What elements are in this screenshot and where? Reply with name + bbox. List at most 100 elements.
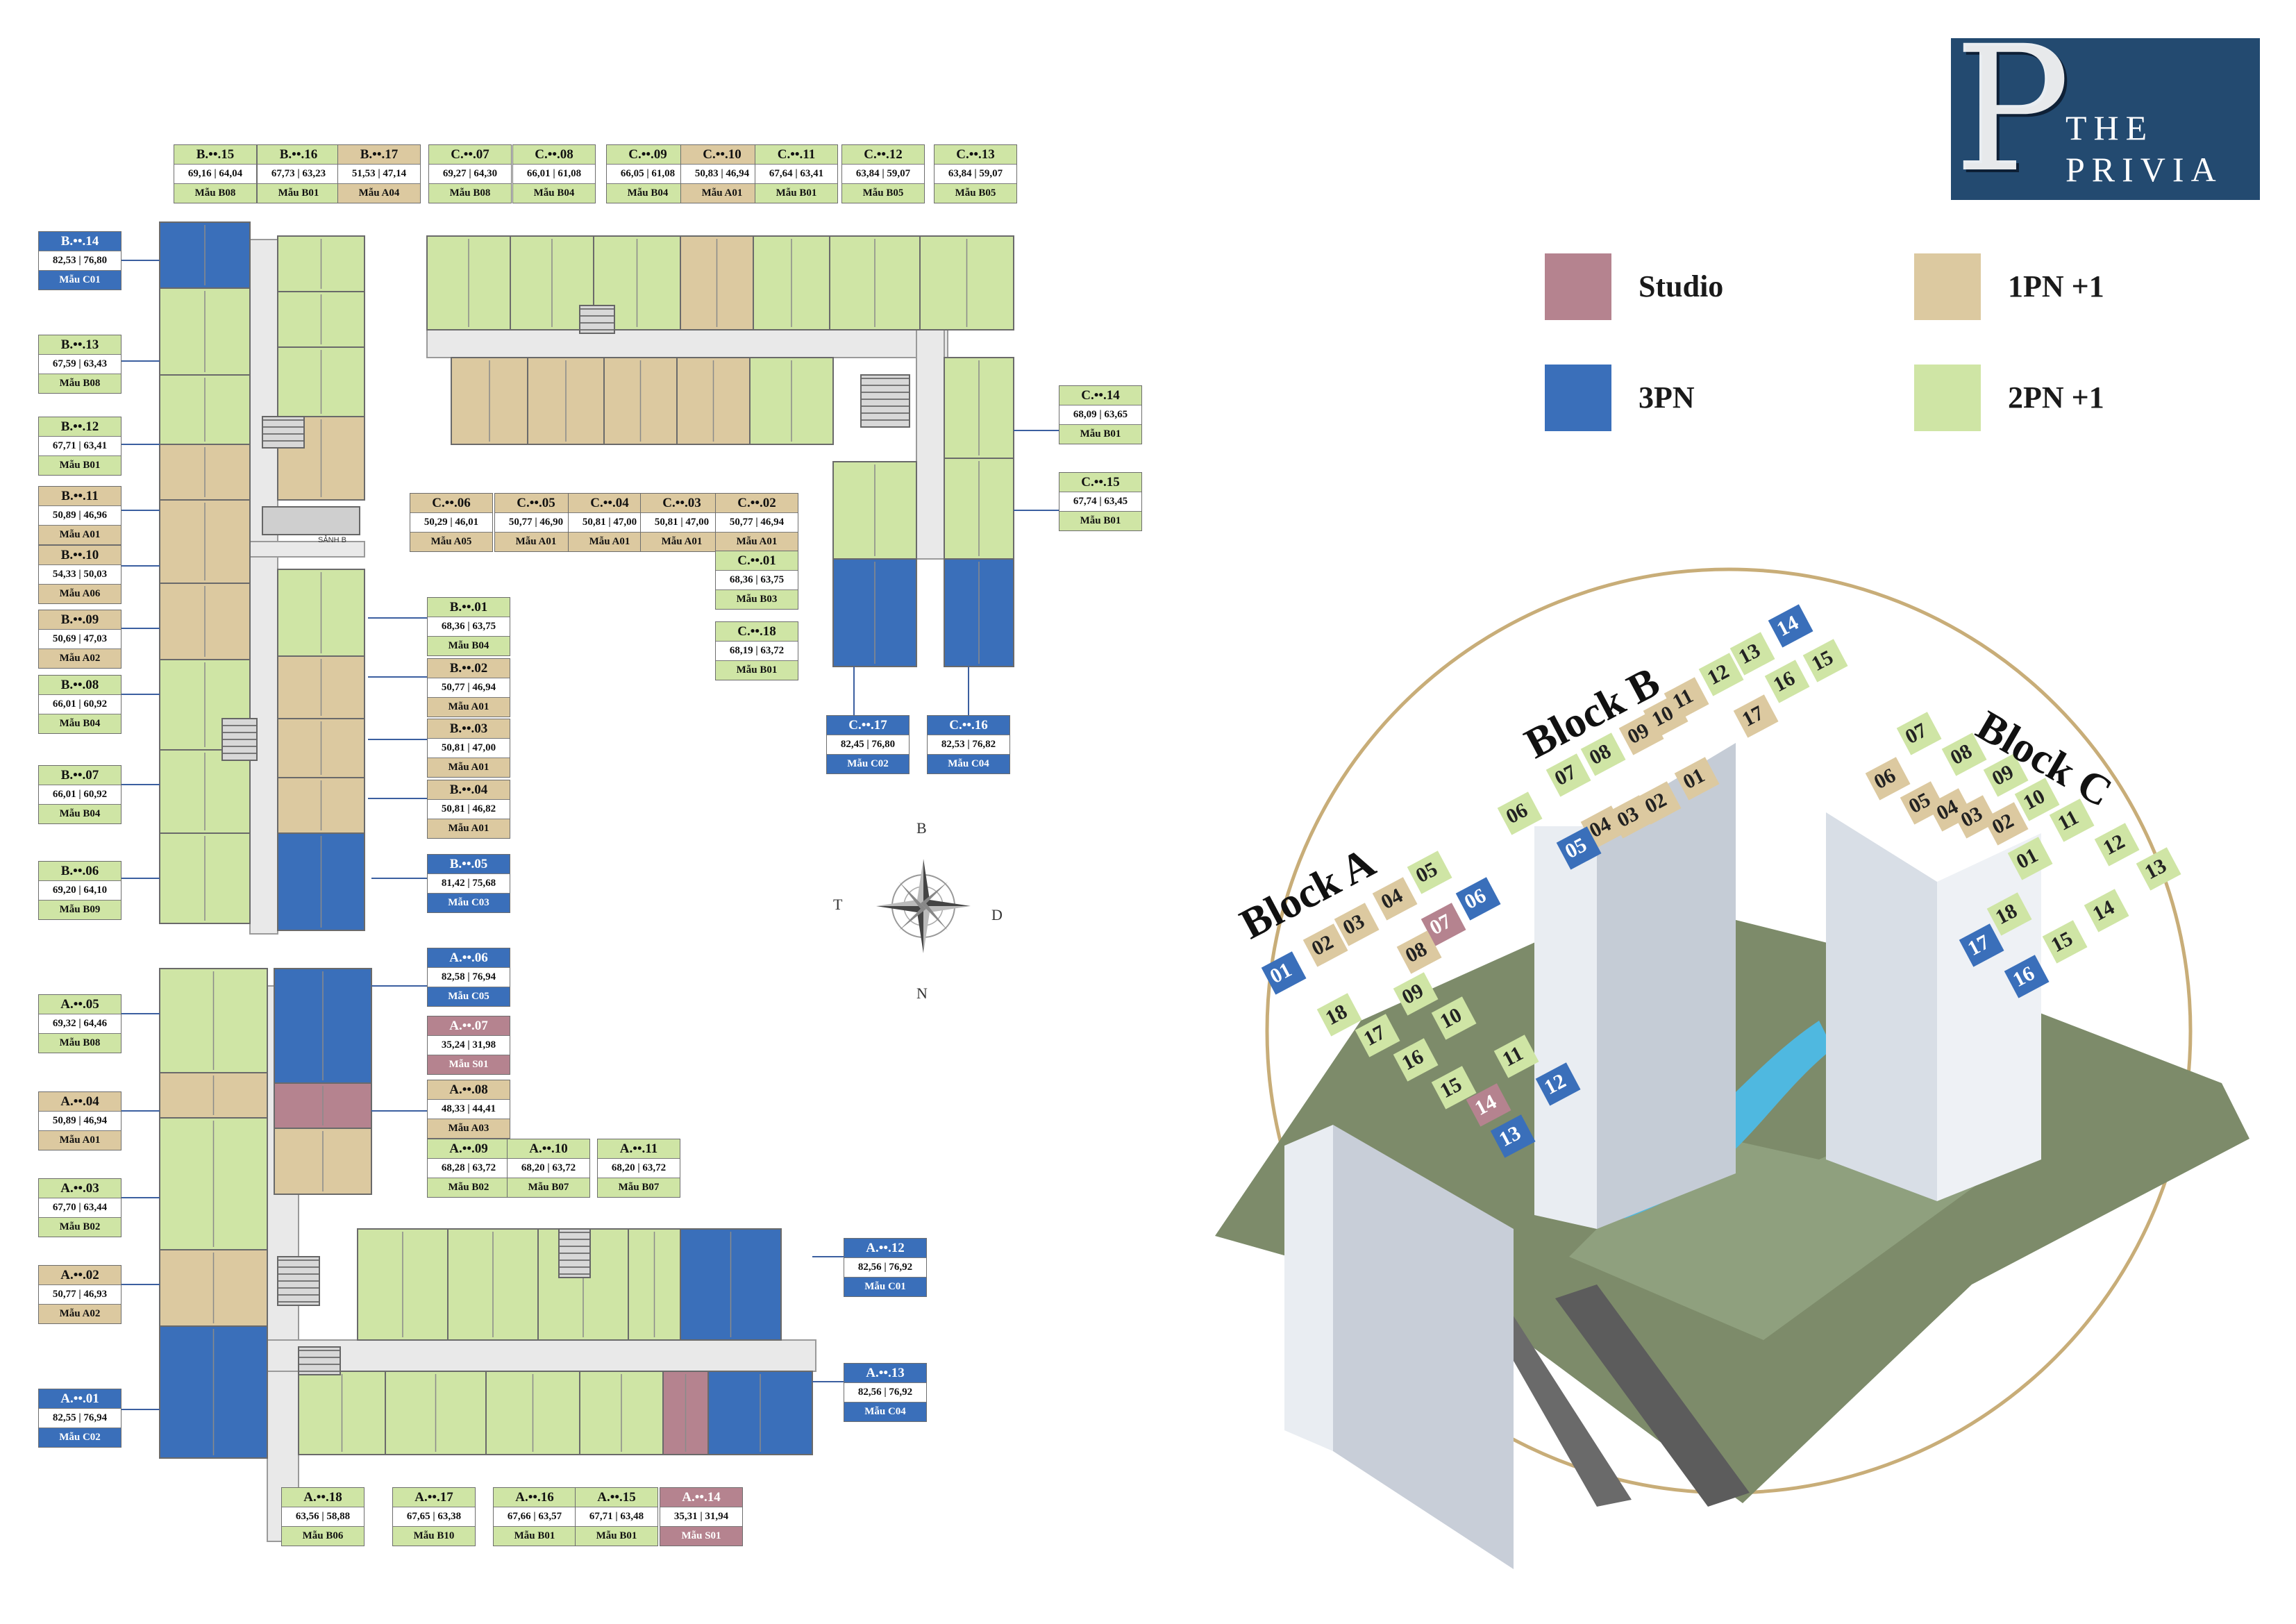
unit-code: B.••.04	[428, 780, 510, 799]
aerial-roof-unit	[1729, 632, 1775, 676]
unit-code: B.••.07	[39, 766, 121, 785]
unit-area: 82,53 | 76,82	[928, 735, 1009, 755]
unit-area: 50,83 | 46,94	[681, 164, 763, 184]
logo-privia-text: PRIVIA	[2065, 150, 2223, 189]
unit-model: Mẫu B04	[513, 184, 595, 203]
unit-model: Mẫu B04	[607, 184, 689, 203]
block-a-tower-right	[1333, 1125, 1514, 1569]
unit-model: Mẫu A01	[569, 533, 651, 551]
unit-code: B.••.03	[428, 719, 510, 738]
aerial-roof-unit	[1764, 660, 1810, 703]
unit-model: Mẫu B08	[39, 1034, 121, 1053]
unit-code: A.••.17	[393, 1488, 475, 1507]
unit-code: B.••.13	[39, 335, 121, 354]
unit-area: 82,56 | 76,92	[844, 1382, 926, 1403]
aerial-roof-unit	[1396, 930, 1442, 974]
block-b-units	[159, 221, 365, 931]
lobby-b-label: SẢNH B	[318, 536, 346, 544]
unit-area: 67,64 | 63,41	[755, 164, 837, 184]
unit-area: 82,58 | 76,94	[428, 967, 510, 987]
unit-area: 67,70 | 63,44	[39, 1198, 121, 1218]
unit-code: B.••.08	[39, 676, 121, 694]
unit-model: Mẫu A03	[428, 1119, 510, 1138]
aerial-roof-unit	[1733, 694, 1779, 738]
unit-code: A.••.14	[660, 1488, 742, 1507]
unit-model: Mẫu A01	[428, 758, 510, 777]
unit-code: C.••.07	[429, 145, 511, 164]
unit-code: A.••.12	[844, 1239, 926, 1257]
unit-model: Mẫu A04	[338, 184, 420, 203]
unit-model: Mẫu A06	[39, 585, 121, 603]
unit-code: C.••.01	[716, 551, 798, 570]
unit-area: 35,24 | 31,98	[428, 1035, 510, 1055]
block-c-tower-right	[1937, 833, 2041, 1201]
aerial-roof-unit	[1556, 826, 1602, 870]
unit-code: A.••.07	[428, 1016, 510, 1035]
aerial-roof-unit	[1431, 1066, 1477, 1110]
legend-2pn-label: 2PN +1	[2008, 380, 2104, 415]
unit-area: 69,20 | 64,10	[39, 880, 121, 901]
aerial-roof-unit	[1698, 653, 1744, 696]
the-privia-logo: P P THE PRIVIA	[1951, 23, 2260, 200]
aerial-roof-unit	[1407, 851, 1452, 894]
unit-code: B.••.16	[258, 145, 340, 164]
unit-model: Mẫu B01	[494, 1527, 576, 1546]
aerial-roof-unit	[1865, 757, 1911, 801]
unit-model: Mẫu C02	[39, 1428, 121, 1447]
logo-p-mark-front: P	[1954, 8, 2071, 210]
unit-model: Mẫu B01	[755, 184, 837, 203]
unit-area: 67,73 | 63,23	[258, 164, 340, 184]
unit-model: Mẫu A01	[428, 819, 510, 838]
aerial-roof-units	[1261, 604, 2181, 1158]
aerial-roof-unit	[1316, 993, 1362, 1037]
aerial-roof-unit	[1393, 1038, 1439, 1082]
unit-code: C.••.05	[495, 494, 577, 512]
unit-area: 50,81 | 47,00	[641, 512, 723, 533]
aerial-roof-unit	[1431, 996, 1477, 1040]
aerial-roof-unit	[1490, 1114, 1536, 1158]
unit-model: Mẫu B04	[39, 714, 121, 733]
unit-code: B.••.12	[39, 417, 121, 436]
aerial-roof-unit	[2007, 837, 2053, 880]
unit-model: Mẫu A01	[716, 533, 798, 551]
unit-code: B.••.06	[39, 862, 121, 880]
unit-area: 50,77 | 46,93	[39, 1284, 121, 1305]
unit-code: A.••.09	[428, 1139, 510, 1158]
unit-code: A.••.10	[508, 1139, 589, 1158]
unit-model: Mẫu B08	[174, 184, 256, 203]
unit-code: C.••.16	[928, 716, 1009, 735]
block-c-tower-left	[1826, 812, 1937, 1201]
unit-area: 50,81 | 46,82	[428, 799, 510, 819]
unit-area: 66,01 | 60,92	[39, 785, 121, 805]
unit-model: Mẫu S01	[428, 1055, 510, 1074]
aerial-roof-unit	[1900, 781, 1945, 825]
unit-area: 67,66 | 63,57	[494, 1507, 576, 1527]
unit-area: 50,89 | 46,96	[39, 505, 121, 526]
unit-code: A.••.13	[844, 1364, 926, 1382]
aerial-roof-unit	[1393, 972, 1439, 1016]
unit-area: 82,56 | 76,92	[844, 1257, 926, 1278]
legend-3pn-label: 3PN	[1639, 380, 1695, 415]
unit-area: 68,19 | 63,72	[716, 641, 798, 661]
unit-model: Mẫu A01	[39, 526, 121, 544]
aerial-roof-unit	[1896, 712, 1942, 755]
block-b-tower-right	[1597, 743, 1736, 1229]
unit-code: C.••.13	[935, 145, 1016, 164]
unit-code: A.••.05	[39, 995, 121, 1014]
unit-code: B.••.10	[39, 546, 121, 564]
unit-area: 68,36 | 63,75	[716, 570, 798, 590]
unit-area: 63,84 | 59,07	[842, 164, 924, 184]
